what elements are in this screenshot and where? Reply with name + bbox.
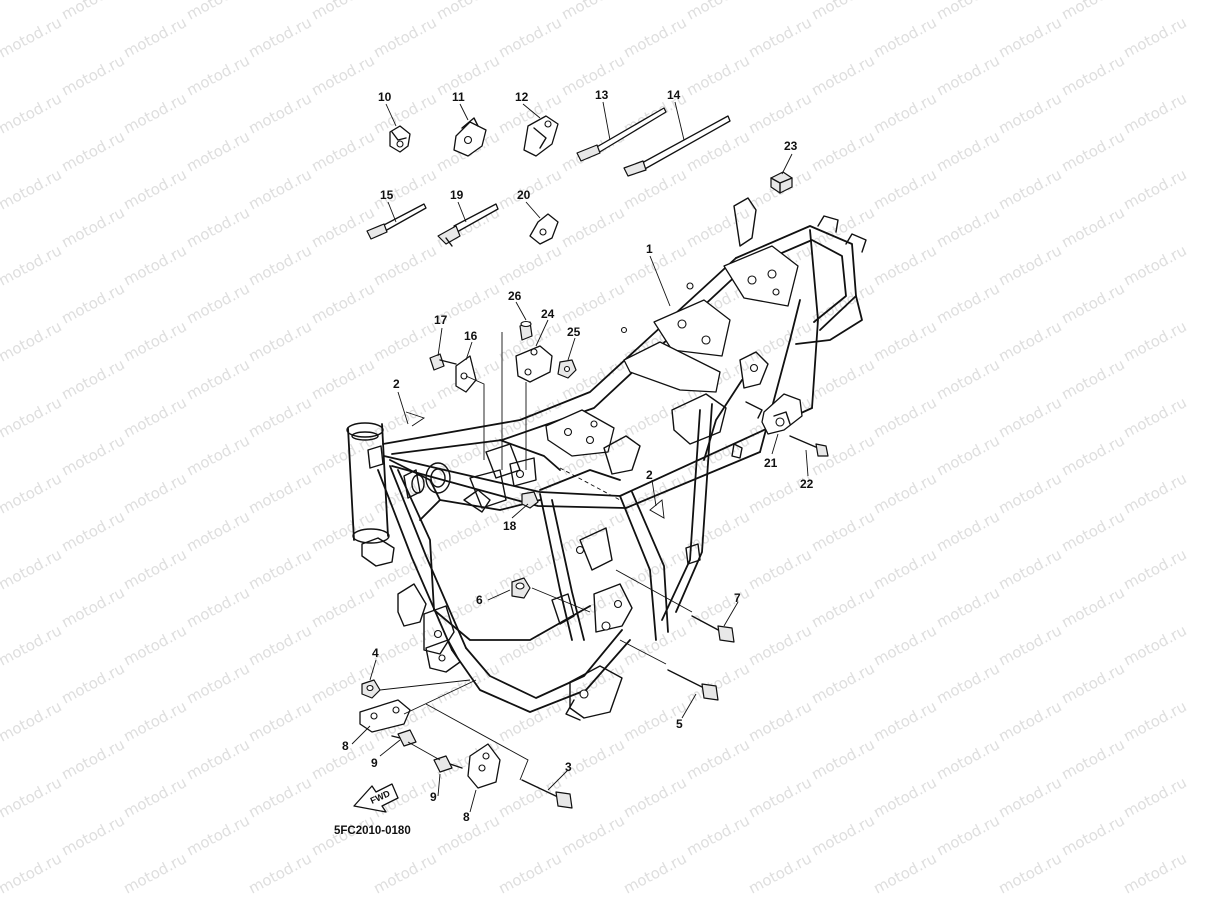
callout-20: 20	[517, 188, 531, 202]
callout-22: 22	[800, 477, 814, 491]
callout-15: 15	[380, 188, 394, 202]
main-frame[interactable]	[346, 197, 867, 721]
callout-24: 24	[541, 307, 555, 321]
callout-18: 18	[503, 519, 517, 533]
part-13-cable-tie[interactable]	[576, 107, 667, 162]
part-11-clamp[interactable]	[453, 117, 487, 157]
callout-8-left: 8	[342, 739, 349, 753]
part-14-cable-tie[interactable]	[623, 115, 731, 177]
callout-25: 25	[567, 325, 581, 339]
callout-10: 10	[378, 90, 392, 104]
callout-21: 21	[764, 456, 778, 470]
callout-9-left: 9	[371, 756, 378, 770]
callout-14: 14	[667, 88, 681, 102]
part-17-bolt[interactable]	[429, 353, 457, 371]
part-4-nut[interactable]	[361, 679, 381, 699]
part-9-bolt-right[interactable]	[433, 755, 463, 773]
part-12-clamp[interactable]	[523, 115, 559, 157]
part-26-collar[interactable]	[519, 320, 533, 341]
part-22-bolt[interactable]	[789, 435, 829, 457]
callout-4: 4	[372, 646, 379, 660]
part-6-collar[interactable]	[511, 577, 531, 599]
callout-16: 16	[464, 329, 478, 343]
callout-17: 17	[434, 313, 448, 327]
part-5-bolt[interactable]	[667, 669, 719, 701]
callout-3: 3	[565, 760, 572, 774]
callouts: 10 11 12 13 14 15 19 20 23 1 26 24 17 16…	[334, 88, 814, 837]
callout-11: 11	[452, 90, 465, 104]
callout-8-right: 8	[463, 810, 470, 824]
part-3-bolt[interactable]	[521, 779, 573, 809]
leader-lines	[351, 101, 809, 813]
part-8-bracket-left[interactable]	[359, 699, 411, 733]
part-7-bolt[interactable]	[691, 615, 735, 643]
part-25-nut[interactable]	[557, 359, 577, 379]
callout-5: 5	[676, 717, 683, 731]
callout-2-left: 2	[393, 377, 400, 391]
part-21-bracket[interactable]	[761, 393, 803, 435]
part-16-bracket[interactable]	[455, 355, 477, 393]
callout-26: 26	[508, 289, 522, 303]
part-8-bracket-right[interactable]	[467, 743, 501, 789]
part-23-pad[interactable]	[770, 171, 793, 194]
callout-7: 7	[734, 591, 741, 605]
callout-13: 13	[595, 88, 609, 102]
callout-23: 23	[784, 139, 798, 153]
part-9-bolt-left[interactable]	[391, 729, 417, 747]
callout-9-right: 9	[430, 790, 437, 804]
callout-12: 12	[515, 90, 529, 104]
part-10-clamp[interactable]	[389, 125, 411, 153]
callout-1: 1	[646, 242, 653, 256]
callout-2-right: 2	[646, 468, 653, 482]
fwd-arrow-icon: FWD	[353, 783, 399, 813]
part-18-nut[interactable]	[521, 491, 539, 509]
part-20-clamp[interactable]	[529, 213, 559, 245]
callout-19: 19	[450, 188, 464, 202]
callout-6: 6	[476, 593, 483, 607]
part-15-cable-tie[interactable]	[366, 203, 427, 240]
diagram-code: 5FC2010-0180	[334, 825, 411, 837]
part-19-cable-tie[interactable]	[437, 203, 499, 247]
part-24-bracket[interactable]	[515, 345, 553, 383]
